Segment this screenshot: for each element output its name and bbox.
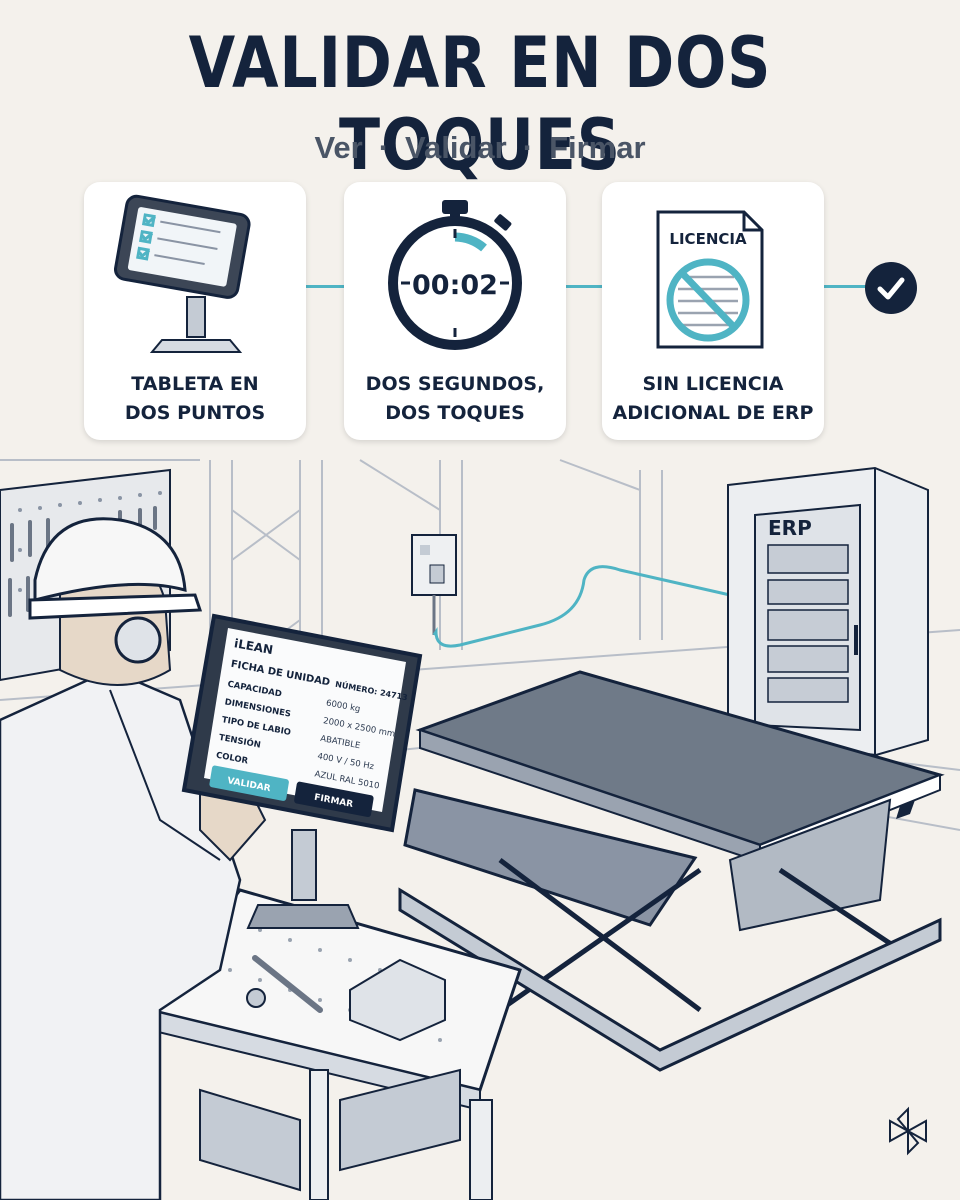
separator-dot: ·: [378, 130, 390, 165]
card-caption-line2: DOS PUNTOS: [124, 402, 266, 424]
step-ver: Ver: [314, 130, 363, 165]
steps-subtitle: Ver · Validar · Firmar: [0, 130, 960, 166]
tablet-icon: [113, 194, 251, 353]
card-caption-line1: SIN LICENCIA: [642, 373, 784, 395]
separator-dot: ·: [522, 130, 534, 165]
workbench: [147, 888, 522, 1200]
sign-button[interactable]: FIRMAR: [294, 781, 374, 818]
erp-cabinet: ERP: [727, 466, 929, 757]
tablet-device: iLEAN FICHA DE UNIDAD NÚMERO: 24713 CAPA…: [181, 613, 423, 833]
card-caption-line1: DOS SEGUNDOS,: [365, 373, 545, 395]
card-caption-line2: DOS TOQUES: [385, 402, 525, 424]
card-caption-line1: TABLETA EN: [131, 373, 259, 395]
factory-illustration: ERP: [0, 459, 960, 1200]
feature-card-tablet: TABLETA EN DOS PUNTOS: [84, 182, 306, 440]
card-caption-line2: ADICIONAL DE ERP: [612, 402, 814, 424]
connector-line: [305, 285, 345, 288]
step-firmar: Firmar: [549, 130, 646, 165]
step-validar: Validar: [405, 130, 507, 165]
check-circle-icon: [865, 262, 917, 314]
brand-logo-icon: [889, 1106, 927, 1156]
validate-button[interactable]: VALIDAR: [209, 765, 289, 801]
stopwatch-icon: 00:02: [388, 200, 522, 350]
wall-control-box: [411, 534, 457, 635]
connector-line: [565, 285, 603, 288]
erp-label: ERP: [768, 516, 812, 540]
stopwatch-time: 00:02: [412, 270, 498, 301]
license-doc-label: LICENCIA: [669, 230, 747, 248]
page-title: VALIDAR EN DOS TOQUES: [188, 22, 772, 186]
no-license-icon: LICENCIA: [656, 210, 764, 349]
dock-leveler: [398, 670, 945, 1072]
tablet-stand: [246, 829, 360, 929]
feature-card-license: LICENCIA SIN LICENCIA ADICIONAL DE ERP: [602, 182, 824, 440]
feature-card-stopwatch: 00:02 DOS SEGUNDOS, DOS TOQUES: [344, 182, 566, 440]
connector-line: [823, 285, 867, 288]
